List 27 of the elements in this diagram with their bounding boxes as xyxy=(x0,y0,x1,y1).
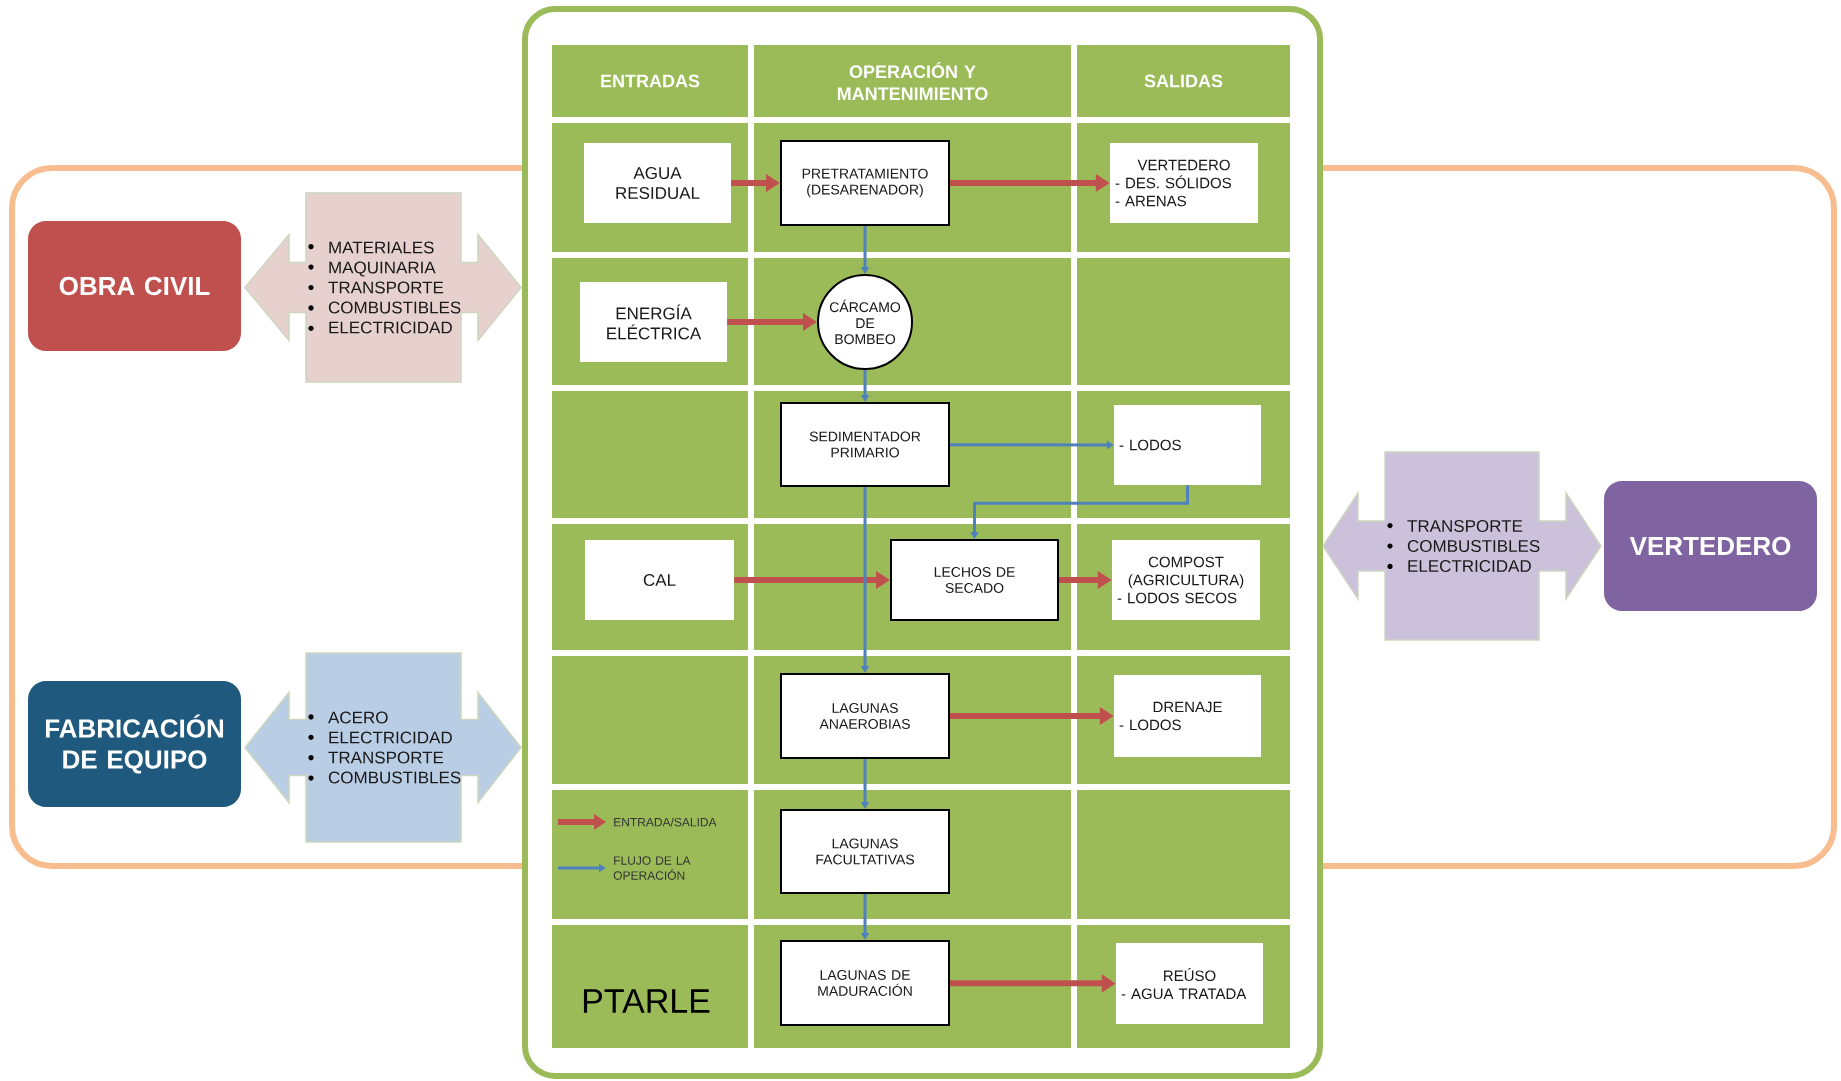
process-box: LAGUNAS DE MADURACIÓN xyxy=(780,940,950,1026)
process-box: SEDIMENTADOR PRIMARIO xyxy=(780,402,950,487)
input-box: AGUA RESIDUAL xyxy=(584,143,731,223)
output-box: - LODOS xyxy=(1114,405,1261,485)
legend-text: FLUJO DE LA OPERACIÓN xyxy=(613,856,691,880)
output-box: REÚSO - AGUA TRATADA xyxy=(1116,943,1263,1024)
arrow xyxy=(970,485,1189,539)
arrow-callout: ACERO ELECTRICIDAD TRANSPORTE COMBUSTIBLES xyxy=(244,652,522,843)
output-box: DRENAJE - LODOS xyxy=(1114,675,1261,757)
arrow-callout: TRANSPORTE COMBUSTIBLES ELECTRICIDAD xyxy=(1322,451,1602,641)
process-box: PRETRATAMIENTO (DESARENADOR) xyxy=(780,140,950,226)
plant-name: PTARLE xyxy=(583,989,710,1013)
header-cell: SALIDAS xyxy=(1077,45,1290,117)
arrow-callout: MATERIALES MAQUINARIA TRANSPORTE COMBUSTIBLES ELECTRICIDAD xyxy=(244,192,522,383)
process-box: LECHOS DE SECADO xyxy=(890,539,1059,621)
stage-box: VERTEDERO xyxy=(1604,481,1817,611)
output-box: COMPOST (AGRICULTURA) - LODOS SECOS xyxy=(1112,540,1260,620)
header-cell: OPERACIÓN Y MANTENIMIENTO xyxy=(754,45,1071,117)
header-cell: ENTRADAS xyxy=(552,45,748,117)
process-box: LAGUNAS ANAEROBIAS xyxy=(780,673,950,759)
input-box: CAL xyxy=(585,540,734,620)
output-box: VERTEDERO - DES. SÓLIDOS - ARENAS xyxy=(1110,143,1258,223)
legend-text: ENTRADA/SALIDA xyxy=(614,817,717,827)
input-box: ENERGÍA ELÉCTRICA xyxy=(580,282,727,362)
stage-box: FABRICACIÓN DE EQUIPO xyxy=(28,681,241,807)
process-box: LAGUNAS FACULTATIVAS xyxy=(780,809,950,894)
stage-box: OBRA CIVIL xyxy=(28,221,241,351)
